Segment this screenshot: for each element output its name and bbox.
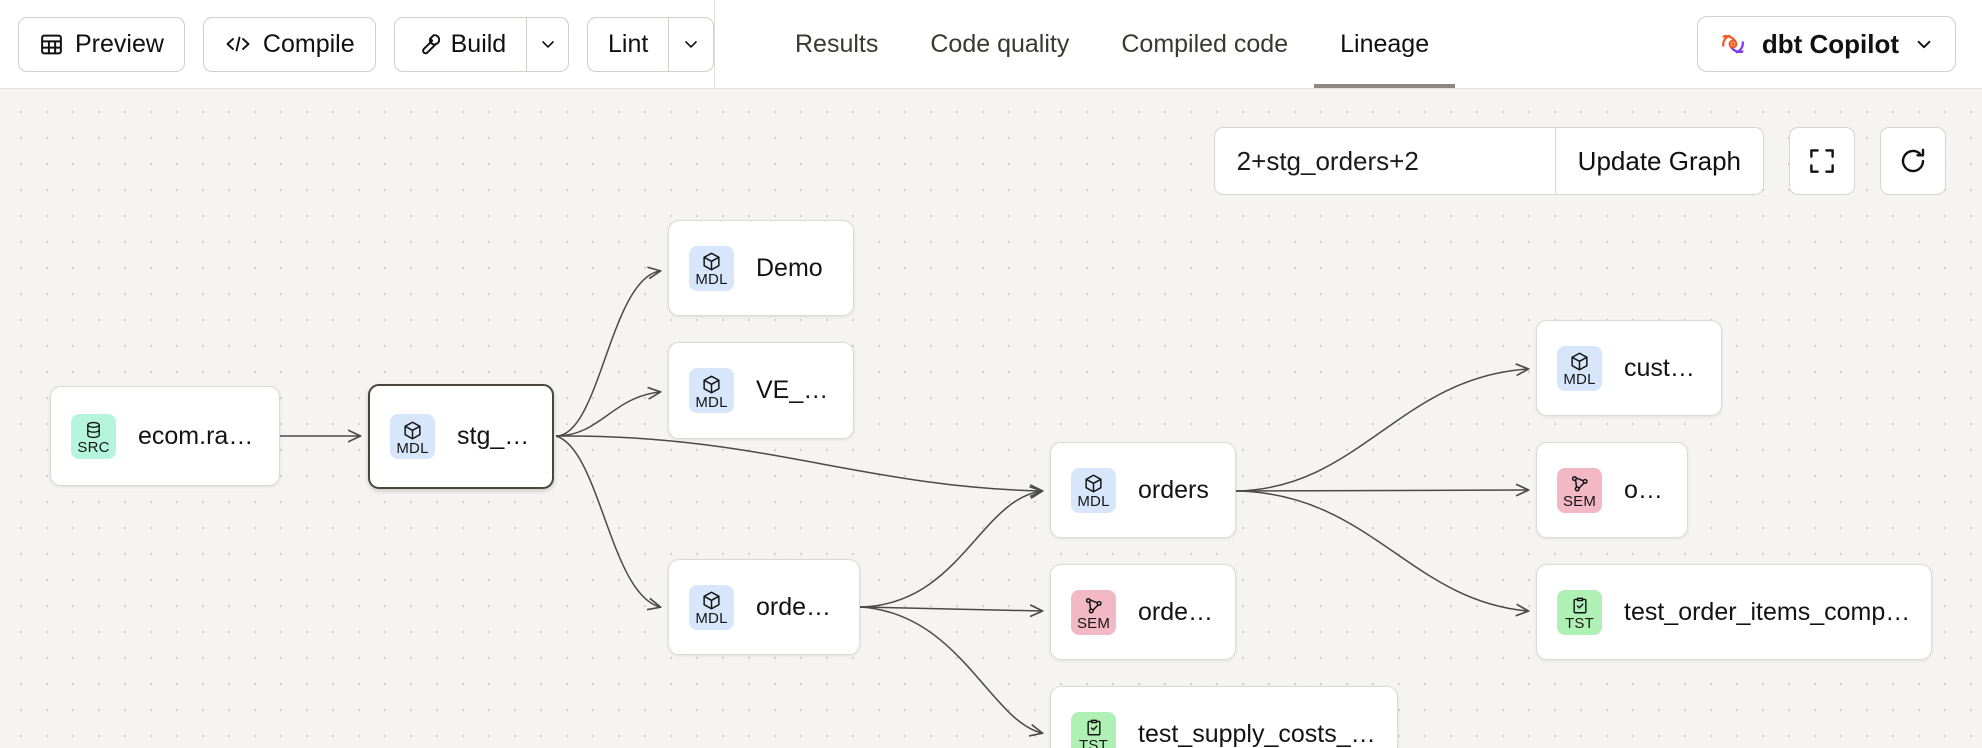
node-type-label: TST <box>1079 737 1108 748</box>
lineage-node-orders_sem[interactable]: SEM orders <box>1536 442 1688 538</box>
clipboard-check-icon <box>1084 717 1104 738</box>
tab-code-quality[interactable]: Code quality <box>904 0 1095 88</box>
node-label: test_order_items_compute_to_bools_c... <box>1624 597 1911 626</box>
tab-results-label: Results <box>795 29 879 58</box>
lineage-node-raw_orders[interactable]: SRC ecom.raw_orders <box>50 386 280 486</box>
lineage-node-ve_demo[interactable]: MDL VE_Demo <box>668 342 854 439</box>
node-type-badge-mdl: MDL <box>1071 467 1116 513</box>
lineage-node-customers[interactable]: MDL customers <box>1536 320 1722 416</box>
node-type-badge-tst: TST <box>1071 711 1116 748</box>
clipboard-check-icon <box>1570 595 1590 616</box>
code-brackets-icon <box>224 32 252 56</box>
dbt-copilot-label: dbt Copilot <box>1761 28 1899 59</box>
lineage-node-test_order_items[interactable]: TST test_order_items_compute_to_bools_c..… <box>1536 564 1932 660</box>
compile-label: Compile <box>262 29 355 58</box>
node-type-label: TST <box>1565 615 1594 632</box>
lint-split-button: Lint <box>587 16 714 72</box>
update-graph-button[interactable]: Update Graph <box>1554 128 1763 194</box>
node-type-badge-tst: TST <box>1557 589 1602 635</box>
cube-icon <box>1569 351 1590 372</box>
node-label: orders <box>1624 475 1667 504</box>
update-graph-label: Update Graph <box>1577 145 1741 176</box>
node-type-badge-mdl: MDL <box>689 245 734 291</box>
fullscreen-button[interactable] <box>1789 127 1855 195</box>
node-label: order_item <box>1138 597 1215 626</box>
node-type-label: SEM <box>1562 493 1597 510</box>
semantic-graph-icon <box>1083 595 1104 616</box>
graph-selector-input[interactable] <box>1214 128 1555 194</box>
refresh-icon <box>1898 146 1928 176</box>
build-split-button: Build <box>393 16 570 72</box>
node-label: customers <box>1624 353 1701 382</box>
lineage-node-stg_orders[interactable]: MDL stg_orders <box>368 384 554 489</box>
build-button[interactable]: Build <box>395 18 527 71</box>
node-type-badge-src: SRC <box>71 413 116 459</box>
node-type-badge-sem: SEM <box>1557 467 1602 513</box>
node-type-label: SEM <box>1076 615 1111 632</box>
cube-icon <box>701 251 722 272</box>
node-type-label: MDL <box>396 439 429 457</box>
preview-button[interactable]: Preview <box>18 16 185 72</box>
lineage-node-order_item_sem[interactable]: SEM order_item <box>1050 564 1236 660</box>
node-type-badge-mdl: MDL <box>1557 345 1602 391</box>
node-type-badge-sem: SEM <box>1071 589 1116 635</box>
semantic-graph-icon <box>1569 473 1590 494</box>
cube-icon <box>701 374 722 395</box>
copilot-area: dbt Copilot <box>1696 16 1982 72</box>
cube-icon <box>701 590 722 611</box>
lineage-node-demo[interactable]: MDL Demo <box>668 220 854 316</box>
table-icon <box>39 32 64 57</box>
lineage-node-orders_mdl[interactable]: MDL orders <box>1050 442 1236 538</box>
chevron-down-icon <box>681 34 701 54</box>
compile-button[interactable]: Compile <box>202 16 376 72</box>
node-label: VE_Demo <box>756 376 833 404</box>
node-type-badge-mdl: MDL <box>390 414 435 459</box>
tab-lineage[interactable]: Lineage <box>1314 0 1456 88</box>
tab-lineage-label: Lineage <box>1340 29 1430 58</box>
build-label: Build <box>450 29 507 58</box>
top-toolbar: Preview Compile Build <box>0 0 1982 89</box>
node-type-badge-mdl: MDL <box>689 368 734 413</box>
node-type-label: MDL <box>695 393 728 411</box>
node-type-badge-mdl: MDL <box>689 584 734 630</box>
tab-code-quality-label: Code quality <box>930 29 1070 58</box>
tab-compiled-code-label: Compiled code <box>1121 29 1289 58</box>
editor-action-buttons: Preview Compile Build <box>0 0 715 88</box>
tab-compiled-code[interactable]: Compiled code <box>1095 0 1314 88</box>
graph-controls: Update Graph <box>1213 127 1946 195</box>
node-type-label: MDL <box>1563 371 1596 388</box>
result-panel-tabs: Results Code quality Compiled code Linea… <box>715 0 1697 88</box>
build-dropdown-toggle[interactable] <box>526 17 568 71</box>
node-label: order_items <box>756 592 839 621</box>
chevron-down-icon <box>1913 33 1935 55</box>
cube-icon <box>1083 473 1104 494</box>
preview-label: Preview <box>75 29 164 58</box>
node-label: orders <box>1138 475 1209 504</box>
lineage-node-test_supply[interactable]: TST test_supply_costs_sum_correctly <box>1050 686 1398 748</box>
node-label: stg_orders <box>457 422 532 450</box>
lineage-edges <box>280 89 1982 748</box>
node-type-label: MDL <box>1077 493 1110 510</box>
node-type-label: MDL <box>695 610 728 627</box>
lineage-node-order_items[interactable]: MDL order_items <box>668 559 860 655</box>
lint-dropdown-toggle[interactable] <box>668 17 713 71</box>
cube-icon <box>402 420 423 441</box>
dbt-copilot-button[interactable]: dbt Copilot <box>1696 16 1956 72</box>
node-label: Demo <box>756 253 823 282</box>
fullscreen-icon <box>1807 146 1837 176</box>
dbt-copilot-icon <box>1718 29 1748 59</box>
wrench-icon <box>415 32 440 57</box>
node-label: ecom.raw_orders <box>138 421 259 450</box>
node-label: test_supply_costs_sum_correctly <box>1138 719 1377 748</box>
chevron-down-icon <box>538 34 558 54</box>
node-type-label: MDL <box>695 271 728 288</box>
graph-selector-box: Update Graph <box>1213 127 1764 195</box>
node-type-label: SRC <box>77 438 110 456</box>
database-icon <box>84 420 103 440</box>
lint-button[interactable]: Lint <box>588 18 668 71</box>
lint-label: Lint <box>608 29 649 58</box>
tab-results[interactable]: Results <box>769 0 904 88</box>
refresh-button[interactable] <box>1880 127 1946 195</box>
